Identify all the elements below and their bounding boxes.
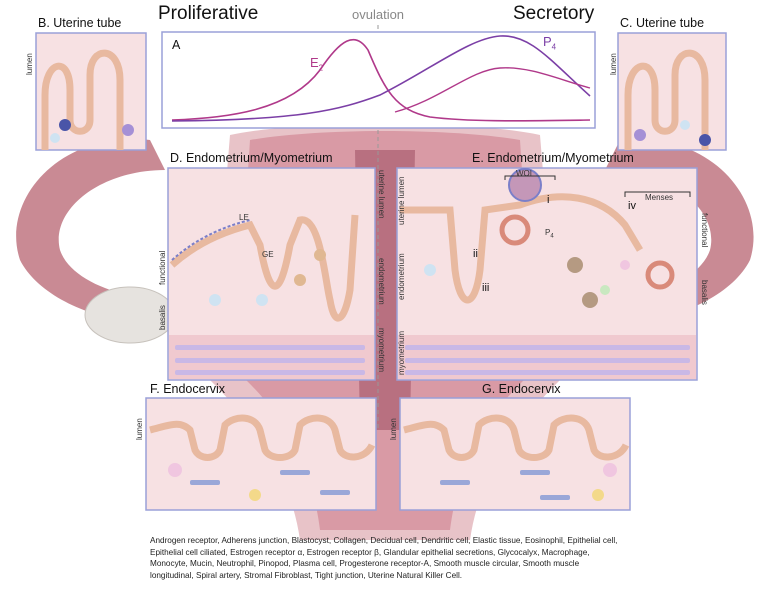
panel-c-lumen: lumen bbox=[609, 53, 618, 75]
panel-g-lumen: lumen bbox=[389, 418, 398, 440]
p4-label: P4 bbox=[543, 34, 557, 52]
legend-item: Neutrophil, bbox=[216, 559, 259, 568]
legend: Androgen receptor, Adherens junction, Bl… bbox=[150, 535, 620, 581]
panel-c-title: C. Uterine tube bbox=[620, 16, 705, 30]
legend-item: Spiral artery, bbox=[195, 570, 245, 580]
panel-e-marker-iii: iii bbox=[482, 282, 490, 294]
legend-item: Decidual cell, bbox=[370, 536, 422, 545]
panel-b bbox=[35, 32, 147, 151]
panel-b-lumen: lumen bbox=[25, 53, 34, 75]
panel-d-le: LE bbox=[239, 213, 249, 222]
phase-ovulation: ovulation bbox=[352, 7, 405, 22]
legend-item: Epithelial cell, bbox=[567, 536, 618, 545]
panel-b-title: B. Uterine tube bbox=[38, 16, 122, 30]
legend-item: Smooth muscle circular, bbox=[433, 559, 523, 568]
e2-curve bbox=[171, 38, 591, 122]
panel-g-title: G. Endocervix bbox=[482, 382, 561, 396]
legend-item: Pinopod, bbox=[258, 559, 293, 568]
panel-e-woi: WOI bbox=[516, 169, 532, 178]
panel-f bbox=[145, 397, 377, 511]
panel-e-endometrium: endometrium bbox=[397, 253, 406, 300]
panel-d-uterine-lumen: uterine lumen bbox=[377, 170, 386, 219]
panel-f-title: F. Endocervix bbox=[150, 382, 226, 396]
legend-item: Uterine Natural Killer Cell. bbox=[367, 570, 463, 580]
legend-item: Estrogen receptor β, bbox=[306, 547, 384, 557]
legend-item: Blastocyst, bbox=[291, 536, 334, 545]
p4-curve bbox=[171, 35, 591, 122]
panel-d-title: D. Endometrium/Myometrium bbox=[170, 151, 333, 165]
legend-item: Estrogen receptor α, bbox=[230, 547, 307, 557]
legend-item: Progesterone receptor-A, bbox=[339, 559, 434, 568]
panel-e-marker-ii: ii bbox=[473, 248, 478, 260]
hormone-chart bbox=[161, 31, 596, 129]
legend-item: Collagen, bbox=[333, 536, 371, 545]
panel-e-uterine-lumen: uterine lumen bbox=[397, 176, 406, 225]
panel-e-functional: functional bbox=[700, 213, 709, 248]
panel-d-ge: GE bbox=[262, 250, 274, 259]
panel-e-menses: Menses bbox=[645, 193, 674, 202]
legend-item: Monocyte, bbox=[150, 559, 191, 568]
panel-d-endometrium: endometrium bbox=[377, 258, 386, 305]
panel-e-myometrium: myometrium bbox=[397, 330, 406, 375]
panel-d-myometrium: myometrium bbox=[377, 328, 386, 373]
legend-item: Macrophage, bbox=[541, 547, 590, 557]
panel-c bbox=[617, 32, 727, 151]
panel-e-marker-iv: iv bbox=[628, 200, 636, 212]
legend-item: Glandular epithelial secretions, bbox=[383, 547, 498, 557]
legend-item: Epithelial cell ciliated, bbox=[150, 547, 231, 557]
e2-label: E2 bbox=[310, 55, 324, 73]
legend-item: Plasma cell, bbox=[292, 559, 340, 568]
legend-item: Adherens junction, bbox=[221, 536, 292, 545]
phase-secretory: Secretory bbox=[513, 3, 595, 24]
chart-panel-label: A bbox=[172, 38, 181, 52]
panel-e-title: E. Endometrium/Myometrium bbox=[472, 151, 634, 165]
panel-e bbox=[396, 167, 698, 381]
e2-luteal-curve bbox=[394, 67, 591, 113]
panel-e-basalis: basalis bbox=[700, 280, 709, 305]
panel-d-functional: functional bbox=[158, 250, 167, 285]
panel-f-lumen: lumen bbox=[135, 418, 144, 440]
panel-e-p4: P4 bbox=[545, 228, 554, 240]
panel-d bbox=[167, 167, 376, 381]
legend-item: Smooth muscle longitudinal, bbox=[150, 559, 580, 580]
legend-item: Androgen receptor, bbox=[150, 536, 222, 545]
legend-item: Elastic tissue, bbox=[472, 536, 526, 545]
legend-item: Mucin, bbox=[190, 559, 217, 568]
legend-item: Eosinophil, bbox=[525, 536, 568, 545]
legend-item: Glycocalyx, bbox=[497, 547, 542, 557]
panel-g bbox=[399, 397, 631, 511]
panel-e-marker-i: i bbox=[547, 194, 550, 206]
panel-d-basalis: basalis bbox=[158, 305, 167, 330]
legend-item: Stromal Fibroblast, bbox=[244, 570, 315, 580]
phase-proliferative: Proliferative bbox=[158, 3, 259, 24]
legend-item: Dendritic cell, bbox=[421, 536, 473, 545]
legend-item: Tight junction, bbox=[314, 570, 368, 580]
